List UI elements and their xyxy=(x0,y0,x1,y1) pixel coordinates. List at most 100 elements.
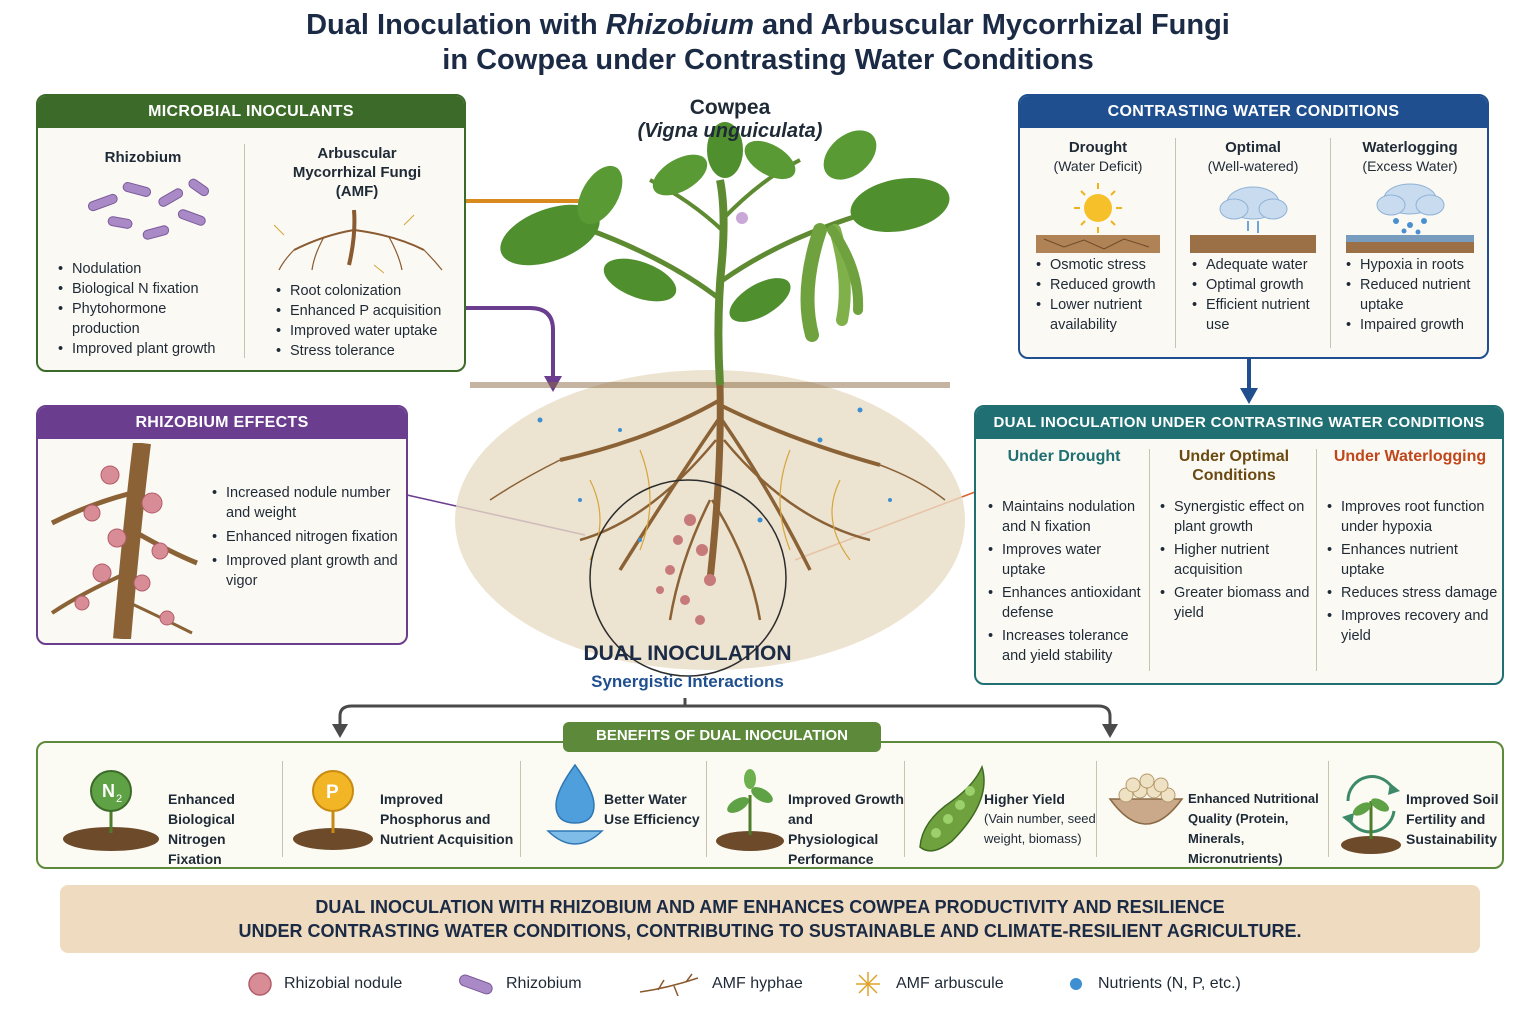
magnified-root-circle xyxy=(589,479,787,677)
benefit-label: Improved Growth and Physiological Perfor… xyxy=(788,791,904,867)
svg-text:P: P xyxy=(326,782,339,803)
under-optimal-list: Synergistic effect on plant growth Highe… xyxy=(1154,497,1314,623)
under-waterlogging-column: Under Waterlogging Improves root functio… xyxy=(1321,447,1499,646)
list-item: Increases tolerance and yield stability xyxy=(986,626,1146,666)
list-item: Phytohormone production xyxy=(56,299,238,339)
legend-item: Nutrients (N, P, etc.) xyxy=(1068,970,1241,998)
arbuscule-icon xyxy=(856,972,880,996)
blue-arrowhead xyxy=(1240,388,1258,404)
split-connector xyxy=(338,698,1112,725)
legend-label: AMF arbuscule xyxy=(896,975,1004,992)
phosphorus-icon: P xyxy=(293,770,373,850)
optimal-title: Optimal xyxy=(1225,139,1281,156)
list-item: Lower nutrient availability xyxy=(1034,295,1172,335)
sun-icon xyxy=(1084,194,1112,222)
recycle-seedling-icon xyxy=(1341,775,1401,854)
leaf xyxy=(577,165,623,225)
list-item: Enhanced P acquisition xyxy=(274,301,460,321)
soil-area xyxy=(455,370,965,670)
seedling-icon xyxy=(716,769,784,851)
legend-item: Rhizobium xyxy=(456,970,582,998)
divider xyxy=(1175,138,1176,348)
cowpea-plant-illustration xyxy=(455,122,965,677)
water-drop-icon xyxy=(546,763,604,845)
rhizobium-title: Rhizobium xyxy=(104,149,182,166)
amf-column: Arbuscular Mycorrhizal Fungi (AMF) Root … xyxy=(254,144,460,361)
rhizobium-effects-header: RHIZOBIUM EFFECTS xyxy=(38,407,406,439)
pod xyxy=(800,223,827,342)
dual-inoculation-label: DUAL INOCULATION Synergistic Interaction… xyxy=(540,642,835,692)
leaf xyxy=(707,122,743,178)
benefit-label: Improved Soil Fertility and Sustainabili… xyxy=(1406,791,1499,847)
right-arrowhead xyxy=(1102,724,1118,738)
list-item: Stress tolerance xyxy=(274,341,460,361)
benefit-label-main: Higher Yield xyxy=(984,791,1065,807)
list-item: Improves water uptake xyxy=(986,540,1146,580)
title-line1-post: and Arbuscular Mycorrhizal Fungi xyxy=(753,9,1230,41)
divider xyxy=(1096,761,1097,857)
flower xyxy=(736,212,748,224)
branch-right xyxy=(721,212,861,283)
list-item: Enhances antioxidant defense xyxy=(986,583,1146,623)
list-item: Reduced nutrient uptake xyxy=(1344,275,1486,315)
soil-line xyxy=(470,382,950,388)
optimal-column: Optimal (Well-watered) Adequate water Op… xyxy=(1178,138,1328,335)
title-italic: Rhizobium xyxy=(605,9,754,41)
nitrogen-icon: N 2 xyxy=(63,770,159,851)
leaf xyxy=(729,278,791,322)
conclusion-line2: UNDER CONTRASTING WATER CONDITIONS, CONT… xyxy=(238,921,1302,941)
list-item: Improved water uptake xyxy=(274,321,460,341)
sun-cracked-soil-icon xyxy=(1036,183,1160,253)
nutrient-icon xyxy=(1070,978,1082,990)
benefit-label-sub: Quality (Protein, Minerals, Micronutrien… xyxy=(1188,811,1289,866)
list-item: Reduced growth xyxy=(1034,275,1172,295)
divider xyxy=(904,761,905,857)
list-item: Increased nodule number and weight xyxy=(210,483,400,523)
benefits-row: N 2 Enhanced Biological Nitrogen Fixatio… xyxy=(38,755,1502,867)
leaf xyxy=(823,130,877,180)
leaf xyxy=(603,258,677,302)
legend-label: Rhizobial nodule xyxy=(284,975,403,992)
benefit-phosphorus: P Improved Phosphorus and Nutrient Acqui… xyxy=(284,755,520,865)
list-item: Root colonization xyxy=(274,281,460,301)
benefit-label: Enhanced Biological Nitrogen Fixation xyxy=(168,791,235,867)
benefit-label: Enhanced Nutritional Quality (Protein, M… xyxy=(1188,789,1328,869)
rain-cloud-icon xyxy=(1376,183,1445,216)
benefit-label: Improved Phosphorus and Nutrient Acquisi… xyxy=(380,791,514,847)
legend-label: AMF hyphae xyxy=(712,975,803,992)
list-item: Improves root function under hypoxia xyxy=(1325,497,1499,537)
seed-bowl-icon xyxy=(1108,773,1184,825)
plant-label: Cowpea (Vigna unguiculata) xyxy=(600,96,860,143)
under-drought-column: Under Drought Maintains nodulation and N… xyxy=(982,447,1146,666)
divider xyxy=(282,761,283,857)
divider xyxy=(520,761,521,857)
pod xyxy=(827,225,864,315)
microbial-inoculants-panel: MICROBIAL INOCULANTS Rhizobium Nodulatio… xyxy=(36,94,466,372)
amf-list: Root colonization Enhanced P acquisition… xyxy=(254,281,460,361)
list-item: Nodulation xyxy=(56,259,238,279)
waterlogging-column: Waterlogging (Excess Water) Hypoxia in r… xyxy=(1334,138,1486,335)
svg-text:N: N xyxy=(102,781,115,801)
benefit-label-main: Enhanced Nutritional xyxy=(1188,791,1319,806)
divider xyxy=(1316,449,1317,671)
plant-latin-name: (Vigna unguiculata) xyxy=(637,120,823,142)
benefit-soil: Improved Soil Fertility and Sustainabili… xyxy=(1330,755,1502,865)
svg-text:2: 2 xyxy=(116,793,122,805)
conclusion-banner: DUAL INOCULATION WITH RHIZOBIUM AND AMF … xyxy=(60,885,1480,953)
leaf xyxy=(500,204,600,266)
cloud-icon xyxy=(1219,186,1288,220)
benefit-label: Higher Yield (Vain number, seed weight, … xyxy=(984,789,1096,849)
dual-conditions-header: DUAL INOCULATION UNDER CONTRASTING WATER… xyxy=(976,407,1502,439)
dual-inoculation-title: DUAL INOCULATION xyxy=(583,642,792,665)
branch-left xyxy=(589,227,723,302)
list-item: Optimal growth xyxy=(1190,275,1328,295)
title-line2: in Cowpea under Contrasting Water Condit… xyxy=(442,44,1094,76)
legend-item: AMF hyphae xyxy=(638,970,803,998)
divider xyxy=(1330,138,1331,348)
list-item: Synergistic effect on plant growth xyxy=(1158,497,1314,537)
list-item: Biological N fixation xyxy=(56,279,238,299)
rhizobium-list: Nodulation Biological N fixation Phytoho… xyxy=(48,259,238,359)
list-item: Efficient nutrient use xyxy=(1190,295,1328,335)
rhizobium-icon xyxy=(87,178,210,240)
soil xyxy=(1190,235,1316,253)
